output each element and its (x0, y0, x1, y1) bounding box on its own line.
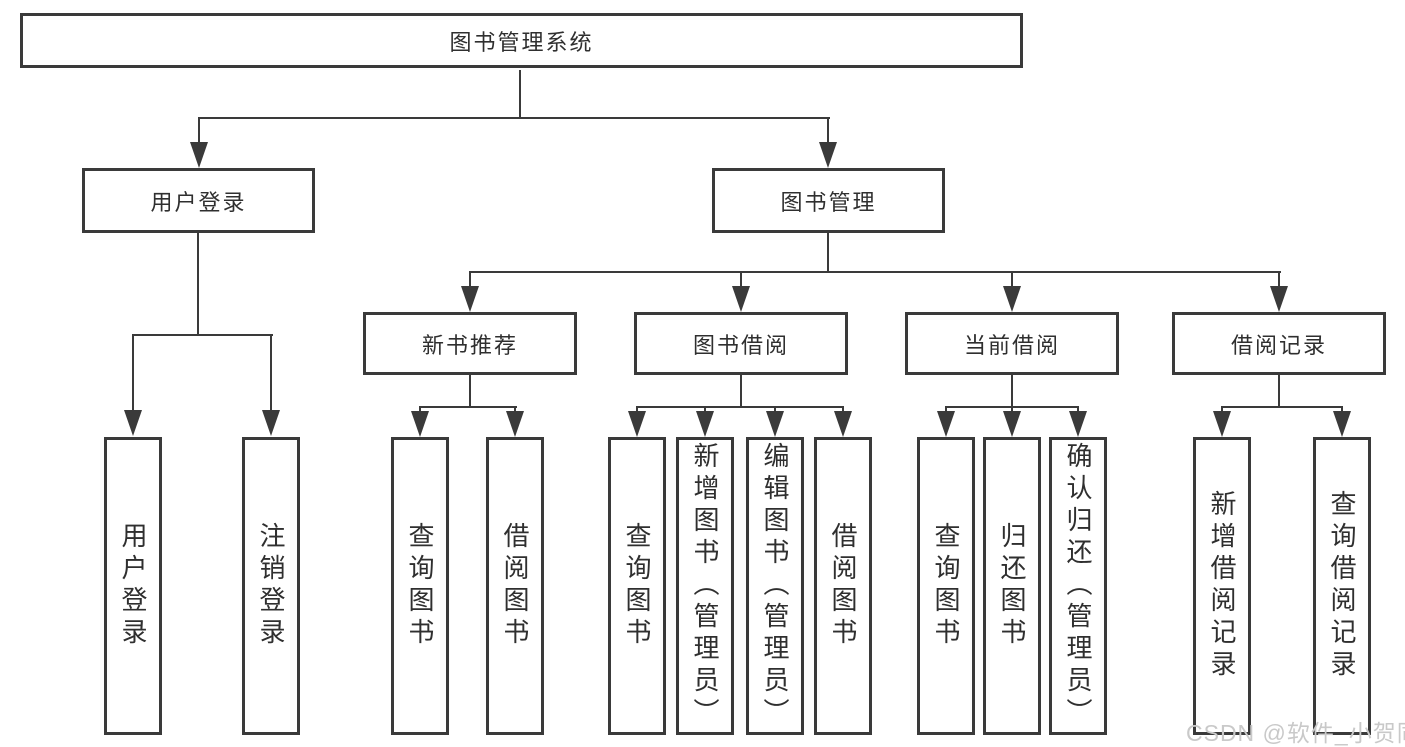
node-label: 图书借阅 (692, 332, 789, 358)
connector-drop-leaf-logout (270, 334, 272, 413)
arrow-down-icon (628, 411, 646, 437)
connector-root-stem (519, 70, 521, 118)
leaf-label: 查询图书 (931, 522, 961, 650)
leaf-label: 用户登录 (118, 522, 148, 650)
arrow-down-icon (696, 411, 714, 437)
leaf-records-query-record: 查询借阅记录 (1313, 437, 1371, 735)
arrow-down-icon (1003, 286, 1021, 312)
arrow-down-icon (411, 411, 429, 437)
connector-new-book-split (419, 406, 517, 408)
leaf-records-add-record: 新增借阅记录 (1193, 437, 1251, 735)
connector-drop-new-book (469, 271, 471, 289)
connector-root-split (198, 117, 830, 119)
node-label: 图书管理 (780, 189, 877, 215)
leaf-borrowing-query-books: 查询图书 (608, 437, 666, 735)
node-label: 新书推荐 (421, 332, 518, 358)
csdn-watermark: CSDN @软件_小贺同学 (1186, 720, 1405, 746)
connector-book-borrowing-split (636, 406, 844, 408)
leaf-user-login: 用户登录 (104, 437, 162, 735)
node-label: 借阅记录 (1230, 332, 1327, 358)
leaf-label: 查询图书 (405, 522, 435, 650)
node-book-management: 图书管理 (712, 168, 945, 233)
arrow-down-icon (1333, 411, 1351, 437)
arrow-down-icon (766, 411, 784, 437)
node-label: 图书管理系统 (449, 29, 594, 55)
connector-book-management-stem (827, 233, 829, 273)
leaf-borrowing-borrow-books: 借阅图书 (814, 437, 872, 735)
arrow-down-icon (1069, 411, 1087, 437)
arrow-down-icon (506, 411, 524, 437)
node-user-login: 用户登录 (82, 168, 315, 233)
leaf-borrowing-edit-books: 编辑图书（管理员） (746, 437, 804, 735)
arrow-down-icon (1003, 411, 1021, 437)
leaf-label: 注销登录 (256, 522, 286, 650)
connector-drop-user-login (198, 117, 200, 145)
leaf-label: 新增图书（管理员） (690, 442, 720, 730)
node-book-borrowing: 图书借阅 (634, 312, 848, 375)
connector-drop-current-borrowing (1011, 271, 1013, 289)
connector-drop-book-borrowing (740, 271, 742, 289)
arrow-down-icon (937, 411, 955, 437)
connector-user-login-split (132, 334, 273, 336)
leaf-current-confirm-return: 确认归还（管理员） (1049, 437, 1107, 735)
leaf-label: 归还图书 (997, 522, 1027, 650)
leaf-current-query-books: 查询图书 (917, 437, 975, 735)
connector-new-book-stem (469, 375, 471, 408)
node-new-book-recommend: 新书推荐 (363, 312, 577, 375)
arrow-down-icon (1213, 411, 1231, 437)
node-label: 当前借阅 (963, 332, 1060, 358)
connector-drop-leaf-login (132, 334, 134, 413)
connector-book-borrowing-stem (740, 375, 742, 408)
leaf-recommend-query-books: 查询图书 (391, 437, 449, 735)
connector-current-borrowing-stem (1011, 375, 1013, 408)
node-current-borrowing: 当前借阅 (905, 312, 1119, 375)
connector-user-login-stem (197, 233, 199, 335)
connector-drop-book-management (827, 117, 829, 145)
arrow-down-icon (834, 411, 852, 437)
node-borrowing-records: 借阅记录 (1172, 312, 1386, 375)
arrow-down-icon (1270, 286, 1288, 312)
leaf-label: 借阅图书 (500, 522, 530, 650)
leaf-label: 确认归还（管理员） (1063, 442, 1093, 730)
connector-drop-borrowing-records (1278, 271, 1280, 289)
leaf-current-return-books: 归还图书 (983, 437, 1041, 735)
arrow-down-icon (190, 142, 208, 168)
leaf-label: 查询借阅记录 (1327, 490, 1357, 682)
leaf-label: 借阅图书 (828, 522, 858, 650)
connector-book-management-split (469, 271, 1281, 273)
arrow-down-icon (819, 142, 837, 168)
connector-borrowing-records-split (1221, 406, 1343, 408)
arrow-down-icon (262, 410, 280, 436)
node-label: 用户登录 (150, 189, 247, 215)
leaf-label: 编辑图书（管理员） (760, 442, 790, 730)
leaf-label: 查询图书 (622, 522, 652, 650)
leaf-recommend-borrow-books: 借阅图书 (486, 437, 544, 735)
leaf-label: 新增借阅记录 (1207, 490, 1237, 682)
leaf-borrowing-add-books: 新增图书（管理员） (676, 437, 734, 735)
arrow-down-icon (732, 286, 750, 312)
arrow-down-icon (124, 410, 142, 436)
node-library-system: 图书管理系统 (20, 13, 1023, 68)
leaf-logout: 注销登录 (242, 437, 300, 735)
connector-borrowing-records-stem (1278, 375, 1280, 408)
arrow-down-icon (461, 286, 479, 312)
